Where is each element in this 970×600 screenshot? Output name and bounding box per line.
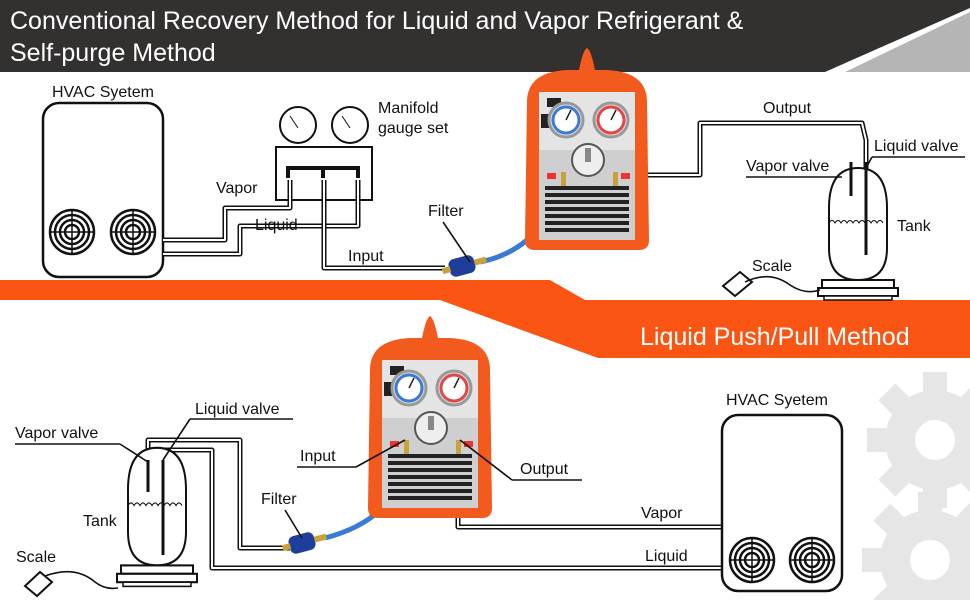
page-title-line1: Conventional Recovery Method for Liquid … bbox=[10, 7, 744, 35]
input-label: Input bbox=[300, 448, 336, 465]
hoses-top bbox=[163, 120, 869, 271]
hvac-unit-icon bbox=[720, 413, 844, 593]
manifold-label-2: gauge set bbox=[378, 120, 449, 137]
gear-icon bbox=[862, 372, 970, 600]
fan-icon bbox=[109, 208, 157, 256]
output-label: Output bbox=[763, 100, 812, 117]
liquid-label: Liquid bbox=[255, 217, 298, 234]
vapor-label: Vapor bbox=[641, 505, 683, 522]
filter-icon bbox=[280, 527, 329, 557]
scale-label: Scale bbox=[752, 258, 792, 275]
tank-label: Tank bbox=[897, 218, 932, 235]
tank-label: Tank bbox=[83, 513, 118, 530]
filter-icon bbox=[440, 250, 489, 280]
input-label: Input bbox=[348, 248, 384, 265]
section2-band bbox=[440, 300, 970, 358]
scale-label: Scale bbox=[16, 549, 56, 566]
fan-icon bbox=[728, 536, 776, 584]
vapor-label: Vapor bbox=[216, 180, 258, 197]
vapor-valve-label: Vapor valve bbox=[15, 425, 98, 442]
hvac-label: HVAC Syetem bbox=[52, 84, 154, 101]
vapor-valve-label: Vapor valve bbox=[746, 158, 829, 175]
manifold-label-1: Manifold bbox=[378, 100, 438, 117]
output-label: Output bbox=[520, 461, 569, 478]
fan-icon bbox=[788, 536, 836, 584]
scale-icon bbox=[721, 270, 821, 298]
scale-icon bbox=[23, 570, 119, 598]
liquid-label: Liquid bbox=[645, 548, 688, 565]
recovery-machine-icon bbox=[523, 46, 651, 252]
fan-icon bbox=[48, 208, 96, 256]
filter-label: Filter bbox=[428, 203, 464, 220]
section2-title: Liquid Push/Pull Method bbox=[640, 323, 910, 351]
tank-icon bbox=[817, 162, 899, 301]
filter-label: Filter bbox=[261, 491, 297, 508]
recovery-machine-icon bbox=[366, 314, 494, 520]
liquid-valve-label: Liquid valve bbox=[874, 138, 959, 155]
hvac-label: HVAC Syetem bbox=[726, 392, 828, 409]
tank-icon bbox=[115, 446, 199, 588]
header-bar bbox=[0, 0, 970, 72]
divider-band bbox=[0, 280, 585, 300]
hvac-unit-icon bbox=[41, 101, 165, 279]
liquid-valve-label: Liquid valve bbox=[195, 401, 280, 418]
header-accent bbox=[845, 12, 970, 72]
page-title-line2: Self-purge Method bbox=[10, 39, 216, 67]
